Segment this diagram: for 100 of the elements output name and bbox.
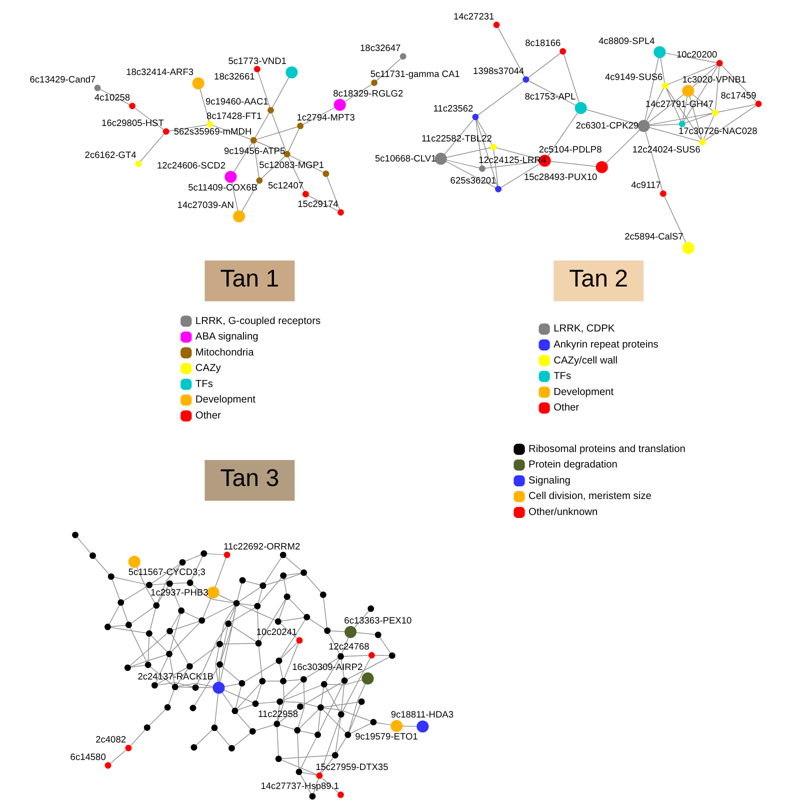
node-label: 11c23562 (433, 103, 474, 114)
node-circle (400, 53, 406, 60)
legend-label: Development (195, 394, 256, 406)
connector (202, 598, 212, 618)
legend-label: Other (554, 402, 580, 414)
connector (493, 149, 498, 186)
connector (130, 664, 146, 668)
node-circle (228, 744, 235, 752)
node-circle (216, 661, 224, 668)
node-label: 1398s37044 (473, 66, 524, 76)
connector (220, 626, 228, 662)
node-circle (654, 46, 666, 58)
connector (176, 668, 188, 685)
connector (238, 586, 261, 602)
connector (666, 88, 702, 140)
node-circle (260, 582, 266, 589)
node-label: 14c27039-AN (177, 200, 234, 210)
connector (157, 682, 194, 688)
node-label: 11c22958 (258, 708, 298, 719)
connector (134, 108, 164, 130)
node-circle (341, 677, 348, 684)
connector (286, 679, 302, 682)
node-circle (146, 582, 152, 588)
node-label: 9c19460-AAC1 (205, 96, 268, 107)
connector (214, 557, 226, 588)
connector (264, 557, 282, 584)
connector (402, 726, 418, 727)
node-label: 16c30309-AIRP2 (292, 662, 363, 672)
node-circle (198, 617, 206, 624)
node-circle (297, 122, 304, 130)
legend-label: CAZy (195, 363, 221, 374)
node-circle (135, 160, 142, 168)
node-circle (254, 602, 261, 610)
node-circle (166, 650, 172, 658)
node-label: 4c9117 (631, 180, 661, 190)
node-circle (317, 704, 324, 711)
connector (379, 637, 391, 654)
node-circle (344, 732, 352, 738)
connector (276, 704, 280, 722)
node-circle (166, 628, 174, 634)
connector (260, 599, 286, 642)
node-label: 8c18329-RGLG2 (333, 88, 404, 99)
connector (308, 195, 338, 212)
node-circle (368, 605, 374, 612)
connector (276, 726, 279, 756)
connector (264, 680, 281, 682)
node-label: 12c24024-SUS6 (632, 144, 700, 154)
connector (692, 64, 718, 88)
node-circle (337, 209, 344, 216)
node-label: 2c5104-PDLP8 (538, 144, 602, 154)
connector (123, 586, 147, 602)
connector (498, 26, 525, 78)
connector (140, 133, 165, 162)
node-circle (118, 599, 124, 606)
node-circle (362, 672, 374, 684)
connector (204, 604, 234, 620)
node-circle (522, 76, 530, 83)
legend-label: TFs (195, 378, 213, 390)
node-circle (268, 107, 274, 114)
connector (286, 572, 302, 576)
connector (646, 88, 664, 122)
connector (478, 80, 524, 116)
connector (280, 623, 298, 639)
connector (282, 701, 318, 708)
node-circle (280, 572, 287, 579)
node-circle (286, 66, 298, 78)
connector (256, 141, 285, 154)
connector (645, 131, 663, 192)
node-label: 18c32414-ARF3 (126, 67, 194, 78)
node-label: 6c13429-Cand7 (30, 74, 96, 84)
node-circle (153, 602, 160, 609)
node-circle (126, 622, 132, 628)
connector (330, 630, 346, 632)
connector (684, 113, 712, 124)
node-circle (280, 552, 286, 558)
connector (150, 635, 168, 652)
connector (326, 680, 363, 686)
connector (476, 119, 492, 145)
node-label: 14c27231 (453, 11, 494, 22)
connector (356, 632, 376, 635)
node-circle (90, 552, 96, 559)
connector (306, 574, 322, 593)
connector (150, 666, 173, 686)
connector (279, 663, 284, 679)
connector (703, 115, 714, 140)
connector (170, 612, 180, 629)
connector (230, 625, 257, 642)
connector (196, 729, 213, 746)
connector (318, 682, 344, 733)
connector (326, 176, 340, 210)
node-label: 11c22692-ORRM2 (224, 541, 300, 552)
connector (152, 583, 168, 586)
connector (376, 58, 402, 82)
connector (279, 724, 295, 730)
node-circle (233, 210, 246, 222)
connector (194, 666, 219, 706)
node-circle (324, 627, 331, 634)
node-label: 4c10258 (94, 92, 130, 102)
node-label: 12c24768 (328, 642, 370, 652)
connector (94, 557, 110, 575)
